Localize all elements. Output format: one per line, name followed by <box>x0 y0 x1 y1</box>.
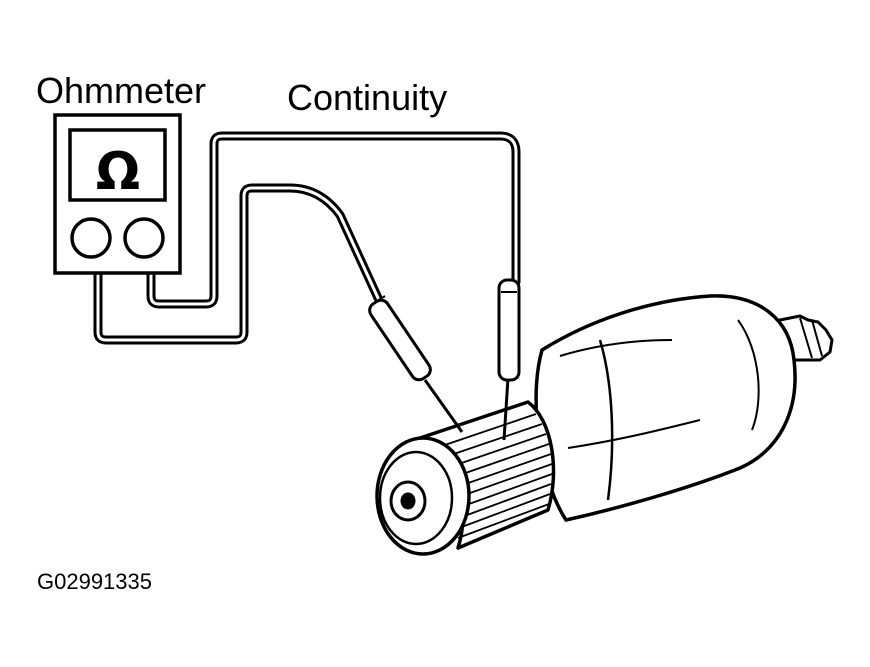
continuity-label: Continuity <box>287 77 448 118</box>
armature-core <box>534 294 797 522</box>
commutator-segments <box>435 413 553 539</box>
test-probes <box>368 278 521 441</box>
left-probe <box>368 295 464 433</box>
ohmmeter-left-jack <box>70 217 112 259</box>
right-probe <box>497 278 521 441</box>
ohmmeter-right-jack <box>123 217 165 259</box>
starter-armature <box>375 294 834 556</box>
ohmmeter-label: Ohmmeter <box>36 70 207 111</box>
lead-to-commutator-right <box>146 131 521 309</box>
ohm-symbol: Ω <box>96 142 140 202</box>
test-leads <box>93 131 521 345</box>
ohmmeter-display <box>68 128 167 202</box>
ohmmeter: Ω <box>53 113 182 275</box>
figure-id: G02991335 <box>37 569 152 594</box>
